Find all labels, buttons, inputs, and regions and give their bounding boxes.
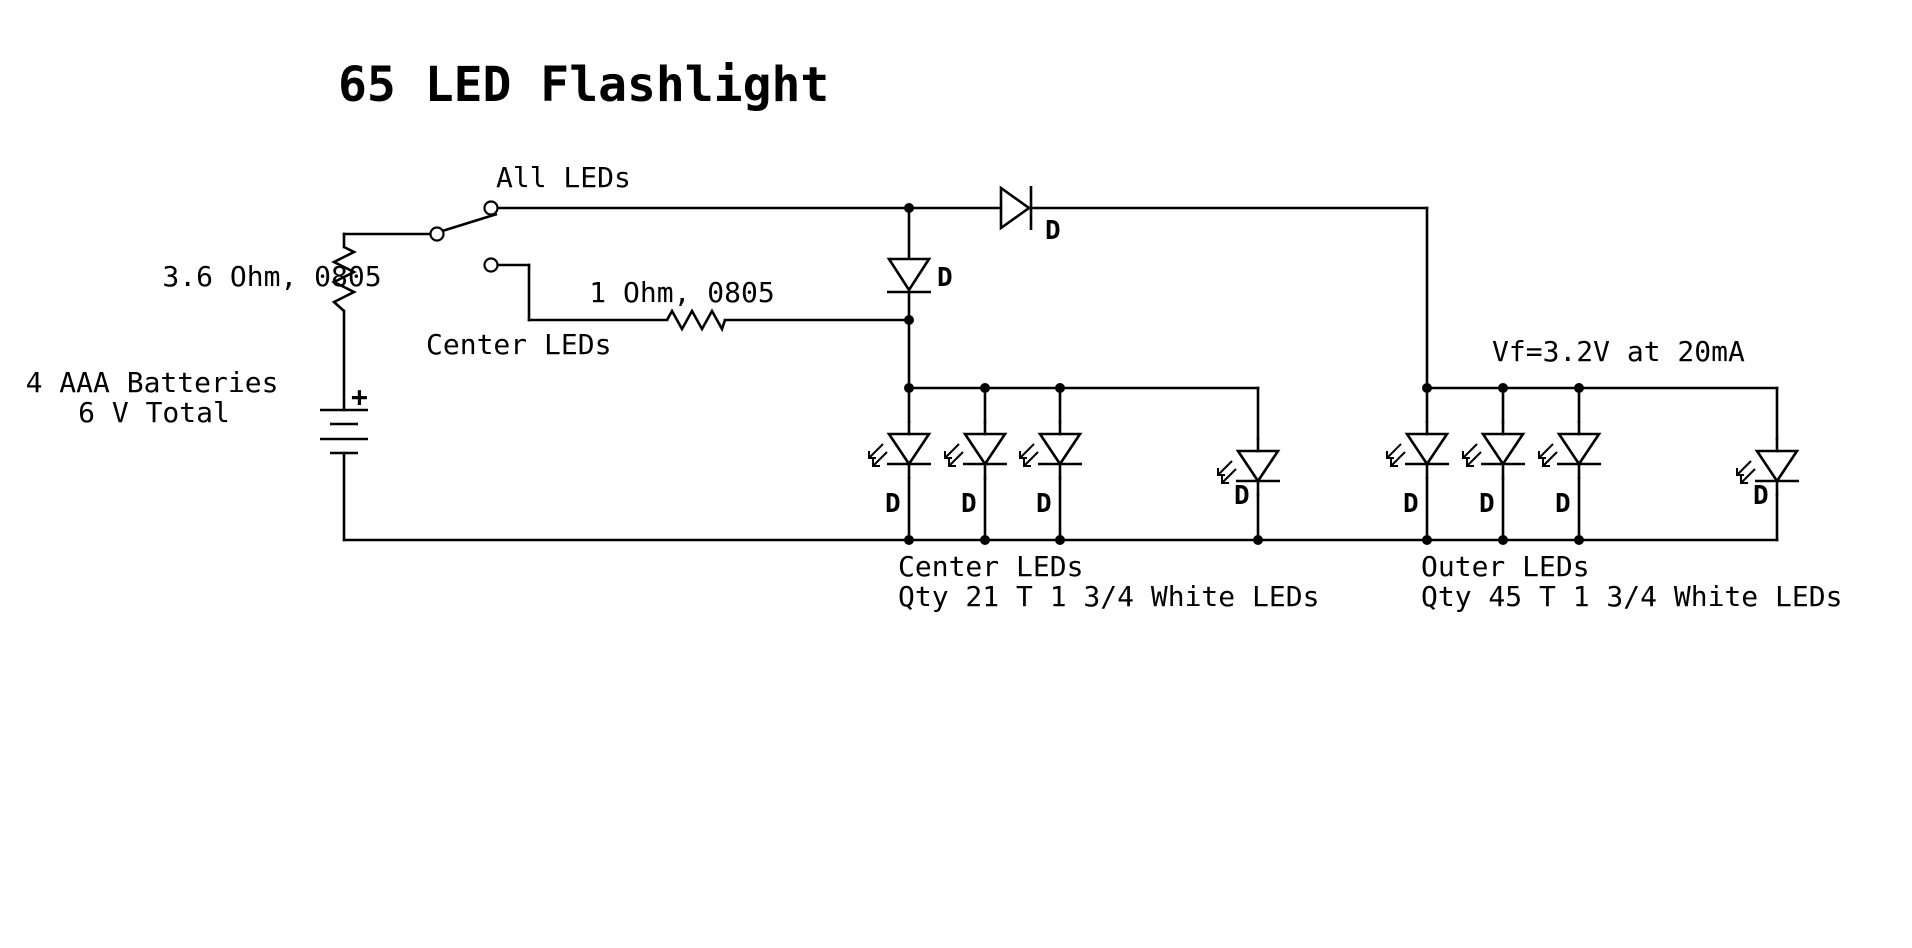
switch-label-all: All LEDs (496, 161, 631, 194)
outer-led-2 (1461, 386, 1527, 542)
center-bank-name: Center LEDs (898, 550, 1083, 583)
junction-dots (904, 203, 1584, 545)
top-rail-wires (496, 206, 1429, 390)
isolation-diode-top (999, 185, 1033, 231)
outer-led-2-ref: D (1479, 489, 1495, 519)
resistor-center-label: 1 Ohm, 0805 (589, 276, 774, 309)
outer-led-bank (1385, 386, 1801, 542)
center-led-2 (943, 386, 1009, 542)
outer-led-3-ref: D (1555, 489, 1571, 519)
outer-bank-name: Outer LEDs (1421, 550, 1590, 583)
isolation-diode-center (886, 257, 932, 294)
vf-note: Vf=3.2V at 20mA (1492, 335, 1745, 368)
selector-switch (429, 200, 499, 273)
resistor-center-symbol (665, 308, 727, 333)
center-led-3 (1018, 386, 1084, 542)
isolation-diode-center-ref: D (937, 263, 953, 293)
center-led-last-ref: D (1234, 481, 1250, 511)
center-led-1-ref: D (885, 489, 901, 519)
outer-led-1 (1385, 386, 1451, 542)
switch-terminal-center (483, 257, 499, 273)
switch-label-center: Center LEDs (426, 328, 611, 361)
battery-label-line1: 4 AAA Batteries (26, 366, 279, 399)
battery-plus-sign: + (351, 380, 368, 413)
isolation-diode-top-ref: D (1045, 216, 1061, 246)
center-path-wires (496, 263, 911, 322)
center-led-3-ref: D (1036, 489, 1052, 519)
center-led-1 (867, 386, 933, 542)
battery-branch-wires (342, 232, 435, 542)
diagram-title: 65 LED Flashlight (338, 57, 829, 113)
switch-terminal-all (483, 200, 499, 216)
outer-led-last-ref: D (1753, 481, 1769, 511)
center-led-2-ref: D (961, 489, 977, 519)
battery-label-line2: 6 V Total (78, 396, 230, 429)
outer-led-3 (1537, 386, 1603, 542)
switch-common-terminal (429, 226, 445, 242)
center-bank-qty: Qty 21 T 1 3/4 White LEDs (898, 580, 1319, 613)
outer-bank-qty: Qty 45 T 1 3/4 White LEDs (1421, 580, 1842, 613)
resistor-main-label: 3.6 Ohm, 0805 (162, 260, 381, 293)
outer-led-1-ref: D (1403, 489, 1419, 519)
battery-symbol (320, 408, 368, 455)
center-led-bank (867, 386, 1282, 542)
resistor-main-symbol (331, 245, 357, 312)
